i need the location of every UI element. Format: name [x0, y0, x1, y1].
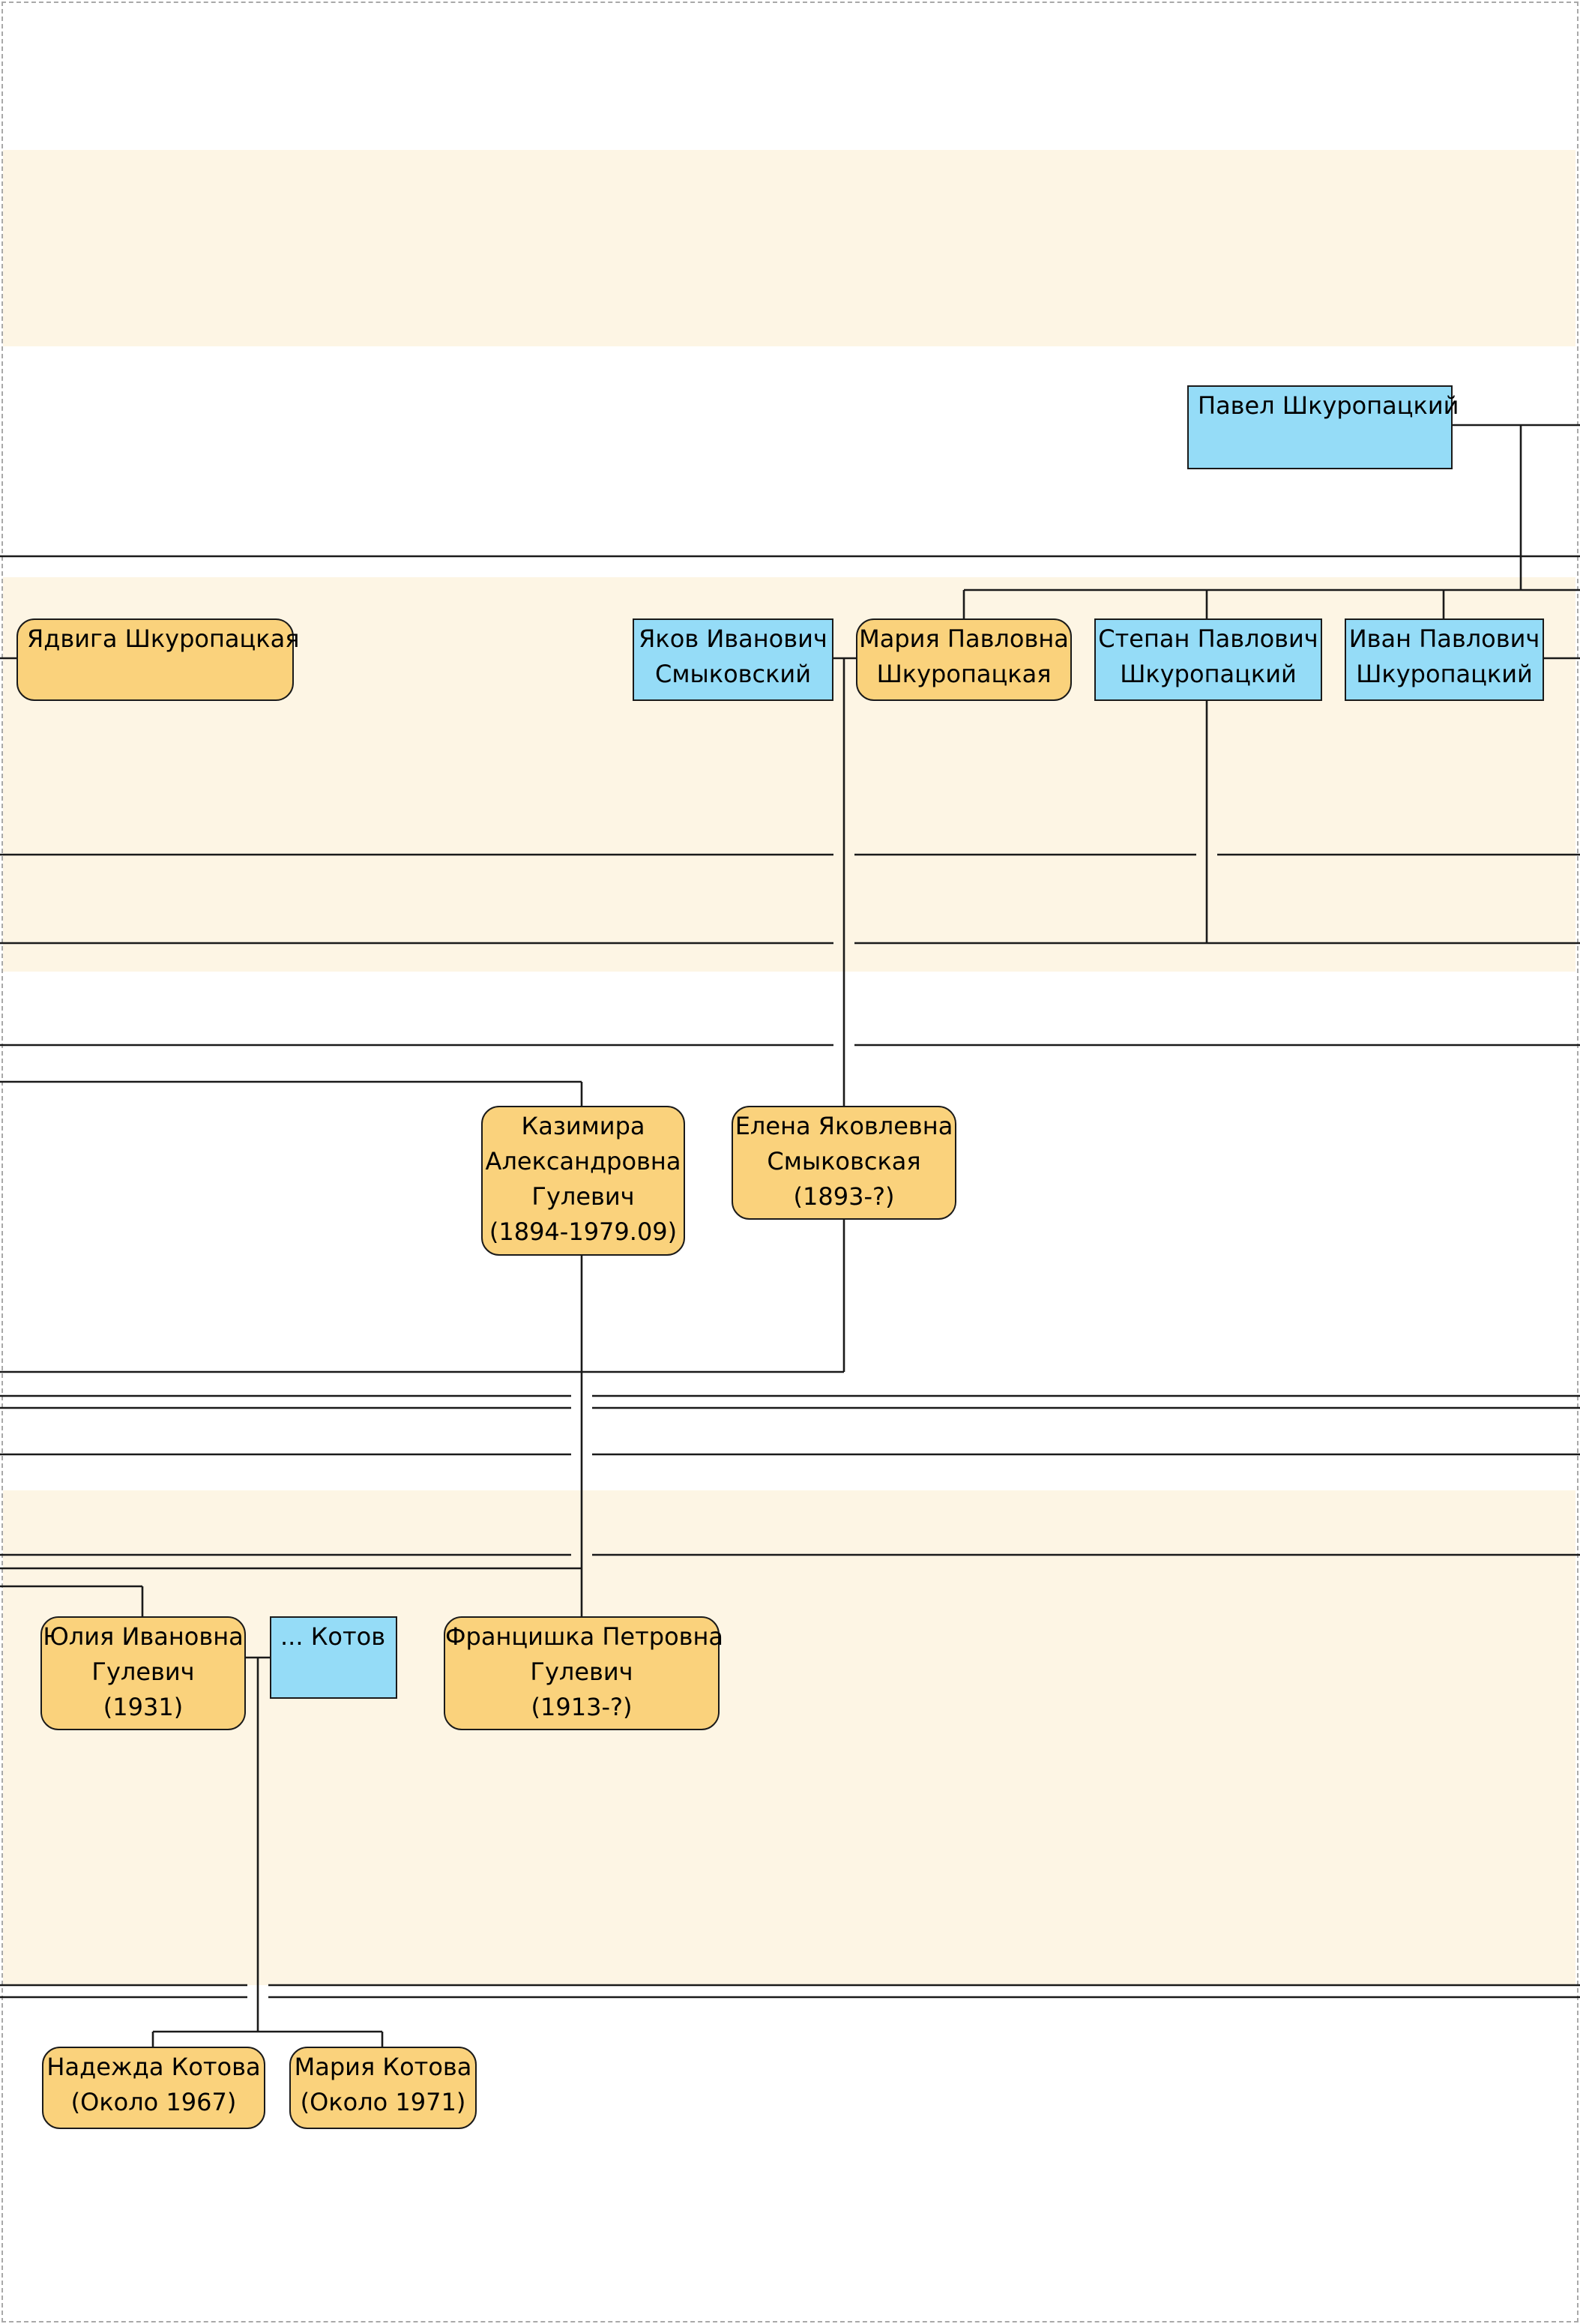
- person-dates: (1893-?): [793, 1182, 895, 1211]
- generation-band: [3, 1490, 1576, 1985]
- person-name-line: Гулевич: [91, 1658, 195, 1686]
- person-name-line: Юлия Ивановна: [43, 1622, 244, 1651]
- person-card-pavel[interactable]: Павел Шкуропацкий: [1187, 385, 1459, 469]
- person-name-line: Шкуропацкий: [1120, 660, 1297, 688]
- person-dates: (1931): [103, 1693, 184, 1721]
- person-card-yulia[interactable]: Юлия Ивановна Гулевич (1931): [40, 1616, 246, 1730]
- person-name-line: Александровна: [485, 1147, 681, 1175]
- person-name-line: Францишка Петровна: [445, 1622, 724, 1651]
- person-name-line: Ядвига Шкуропацкая: [27, 624, 300, 653]
- person-card-elena[interactable]: Елена Яковлевна Смыковская (1893-?): [732, 1106, 956, 1220]
- person-card-yakov[interactable]: Яков Иванович Смыковский: [633, 618, 833, 701]
- person-card-nadezhda[interactable]: Надежда Котова (Около 1967): [42, 2047, 265, 2129]
- person-card-stepan[interactable]: Степан Павлович Шкуропацкий: [1094, 618, 1322, 701]
- person-card-ivan[interactable]: Иван Павлович Шкуропацкий: [1345, 618, 1544, 701]
- person-card-kazimira[interactable]: Казимира Александровна Гулевич (1894-197…: [481, 1106, 685, 1256]
- person-dates: (1913-?): [531, 1693, 633, 1721]
- person-name-line: Шкуропацкий: [1356, 660, 1533, 688]
- person-dates: (Около 1967): [70, 2088, 237, 2116]
- person-name-line: Мария Павловна: [859, 624, 1069, 653]
- person-name-line: Степан Павлович: [1098, 624, 1318, 653]
- person-card-franciska[interactable]: Францишка Петровна Гулевич (1913-?): [444, 1616, 724, 1730]
- person-name-line: Иван Павлович: [1348, 624, 1540, 653]
- person-card-maria-pavlovna[interactable]: Мария Павловна Шкуропацкая: [856, 618, 1072, 701]
- person-dates: (1894-1979.09): [489, 1217, 678, 1246]
- person-card-jadviga[interactable]: Ядвига Шкуропацкая: [16, 618, 300, 701]
- person-name-line: Смыковская: [767, 1147, 921, 1175]
- person-name-line: ... Котов: [280, 1622, 386, 1651]
- person-name-line: Гулевич: [530, 1658, 633, 1686]
- person-name-line: Шкуропацкая: [876, 660, 1052, 688]
- person-name-line: Павел Шкуропацкий: [1198, 391, 1459, 420]
- person-name-line: Мария Котова: [294, 2053, 472, 2081]
- person-name-line: Казимира: [521, 1112, 645, 1140]
- person-dates: (Около 1971): [300, 2088, 466, 2116]
- generation-band: [3, 150, 1576, 346]
- person-name-line: Гулевич: [531, 1182, 635, 1211]
- person-name-line: Надежда Котова: [46, 2053, 261, 2081]
- person-name-line: Смыковский: [654, 660, 812, 688]
- person-name-line: Яков Иванович: [639, 624, 827, 653]
- person-card-maria-kotova[interactable]: Мария Котова (Около 1971): [289, 2047, 477, 2129]
- person-card-kotov[interactable]: ... Котов: [270, 1616, 397, 1699]
- person-name-line: Елена Яковлевна: [735, 1112, 953, 1140]
